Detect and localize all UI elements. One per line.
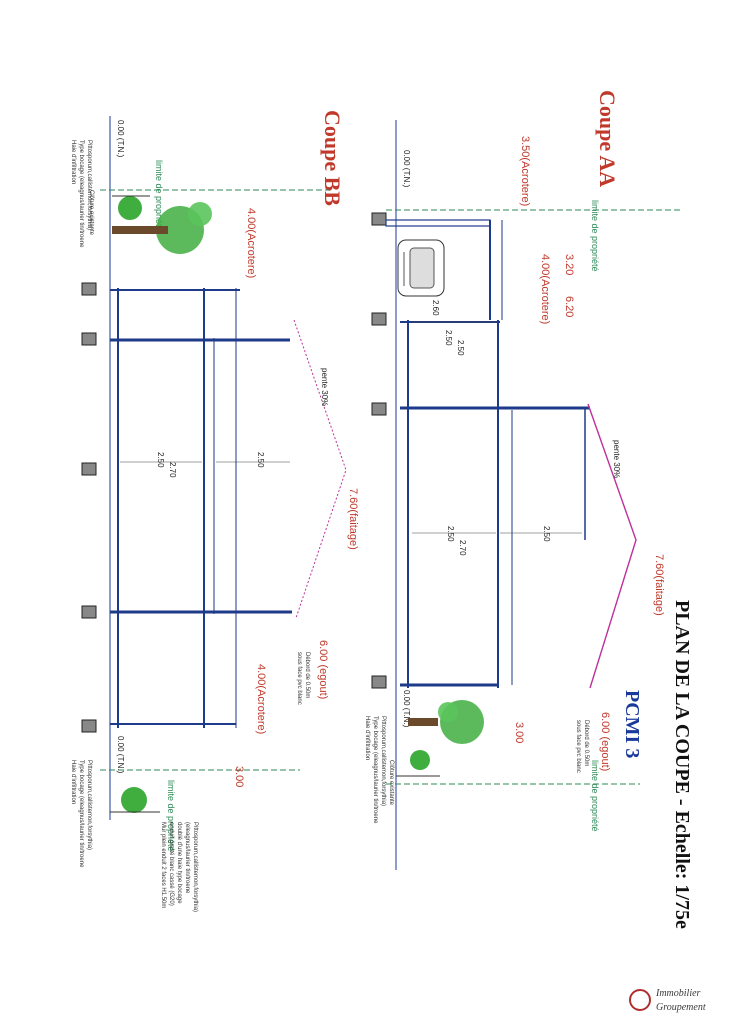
coupe-aa-tn-label: 0.00 (T.N.) — [402, 150, 411, 188]
coupe-aa-tn-right: 0.00 (T.N.) — [402, 690, 411, 728]
foundation — [371, 212, 387, 226]
coupe-aa-dim-620: 6.20 — [563, 296, 575, 317]
coupe-bb-mur-1: Mur plein enduit 2 faces H1.50m — [160, 822, 166, 908]
coupe-bb-title: Coupe BB — [320, 110, 345, 206]
coupe-bb-dim-300: 3.00 — [233, 766, 245, 787]
coupe-bb-haie-right-3: Pittosporum,callistemon,forsythia) — [86, 760, 92, 850]
foundation — [371, 402, 387, 416]
coupe-bb-faitage: 7.60(faitage) — [347, 488, 359, 550]
coupe-bb-haie-left-1: Haie d'infiltration — [70, 140, 76, 184]
drawing-title: PLAN DE LA COUPE - Echelle: 1/75e — [671, 600, 693, 929]
coupe-aa-haie-2: Type bocage (eleagnus/laurier tin/troene — [372, 716, 378, 824]
coupe-aa-acrotere-mid: 4.00(Acrotere) — [539, 254, 551, 324]
coupe-aa-dim: 2.60 — [431, 300, 440, 316]
tree-icon — [110, 787, 160, 813]
coupe-aa-egout: 6.00 (egout) — [599, 712, 611, 771]
coupe-aa-dim: 2.70 — [458, 540, 467, 556]
coupe-bb-mur-5: Pittosporum,callistemon,forsythia) — [192, 822, 198, 912]
coupe-bb-acrotere: 4.00(Acrotere) — [245, 208, 257, 278]
coupe-aa-dim: 2.50 — [542, 526, 551, 542]
coupe-aa-cloture: Clôture existante — [388, 760, 394, 806]
coupe-bb-debord-1: Débord de 0.50m — [304, 652, 310, 698]
title-block: PLAN DE LA COUPE - Echelle: 1/75e — [671, 600, 693, 929]
coupe-bb-dim: 2.50 — [256, 452, 265, 468]
coupe-bb-limit-right-label: limite de propriété — [166, 780, 176, 852]
drawing-code: PCMI 3 — [621, 690, 643, 758]
coupe-bb-haie-right-1: Haie d'infiltration — [70, 760, 76, 804]
coupe-aa-haie-3: Pittosporum,callistemon,forsythia) — [380, 716, 386, 806]
coupe-aa: Coupe AA 0.00 (T.N.) limite de propriété… — [364, 90, 680, 870]
coupe-aa-limit-right-label: limite de propriété — [590, 760, 600, 832]
coupe-bb-limit-left-label: limite de propriété — [154, 160, 164, 232]
coupe-aa-dim: 2.50 — [444, 330, 453, 346]
coupe-aa-limit-left-label: limite de propriété — [590, 200, 600, 272]
coupe-aa-title: Coupe AA — [595, 90, 620, 187]
coupe-aa-debord-2: sous face pvc blanc — [575, 720, 581, 773]
coupe-aa-pente: pente 30% — [612, 440, 621, 478]
foundation — [81, 719, 97, 733]
coupe-aa-faitage: 7.60(faitage) — [653, 554, 665, 616]
foundation — [81, 462, 97, 476]
coupe-aa-debord-1: Débord de 0.50m — [583, 720, 589, 766]
coupe-bb-cloture: Clôture existante — [88, 190, 94, 236]
foundation — [81, 282, 97, 296]
foundation — [81, 605, 97, 619]
coupe-bb-haie-right-2: Type bocage (eleagnus/laurier tin/troene — [78, 760, 84, 868]
coupe-aa-acrotere-low: 3.50(Acrotere) — [519, 136, 531, 206]
coupe-bb-egout: 6.00 (egout) — [317, 640, 329, 699]
coupe-bb-haie-left-3: Pittosporum,callistemon,forsythia) — [86, 140, 92, 230]
coupe-bb: Coupe BB 0.00 (T.N.) limite de propriété… — [70, 110, 359, 912]
tree-icon — [396, 700, 484, 777]
foundation — [81, 332, 97, 346]
coupe-bb-debord-2: sous face pvc blanc — [296, 652, 302, 705]
coupe-bb-pente: pente 30% — [320, 368, 329, 406]
coupe-bb-tn-right: 0.00 (T.N.) — [116, 736, 125, 774]
coupe-aa-roof — [587, 403, 637, 689]
coupe-bb-mur-2: enduit gratté blanc cassé (G20) — [168, 822, 174, 906]
coupe-bb-haie-left-2: Type bocage (eleagnus/laurier tin/troene — [78, 140, 84, 248]
company-logo: Immobilier Groupement — [629, 988, 706, 1013]
foundation — [371, 675, 387, 689]
coupe-aa-dim-300: 3.00 — [513, 722, 525, 743]
coupe-aa-dim-320: 3.20 — [563, 254, 575, 275]
coupe-bb-acrotere-right: 4.00(Acrotere) — [255, 664, 267, 734]
coupe-aa-garage-slab — [385, 219, 491, 227]
coupe-aa-dim: 2.50 — [446, 526, 455, 542]
car-icon — [397, 239, 445, 297]
logo-line1: Immobilier — [655, 988, 701, 999]
coupe-aa-dim: 2.50 — [456, 340, 465, 356]
coupe-bb-dim: 2.50 — [156, 452, 165, 468]
tree-icon — [112, 195, 212, 254]
coupe-bb-dim: 2.70 — [168, 462, 177, 478]
foundation — [371, 312, 387, 326]
coupe-bb-mur-3: doublé d'une haie type bocage — [176, 822, 182, 904]
coupe-bb-mur-4: (eleagnus/laurier tin/troene — [184, 822, 190, 894]
coupe-aa-haie-1: Haie d'infiltration — [364, 716, 370, 760]
logo-line2: Groupement — [656, 1002, 706, 1013]
coupe-bb-roof — [293, 319, 347, 619]
title-code: PCMI 3 — [621, 690, 643, 758]
coupe-bb-tn-label: 0.00 (T.N.) — [116, 120, 125, 158]
